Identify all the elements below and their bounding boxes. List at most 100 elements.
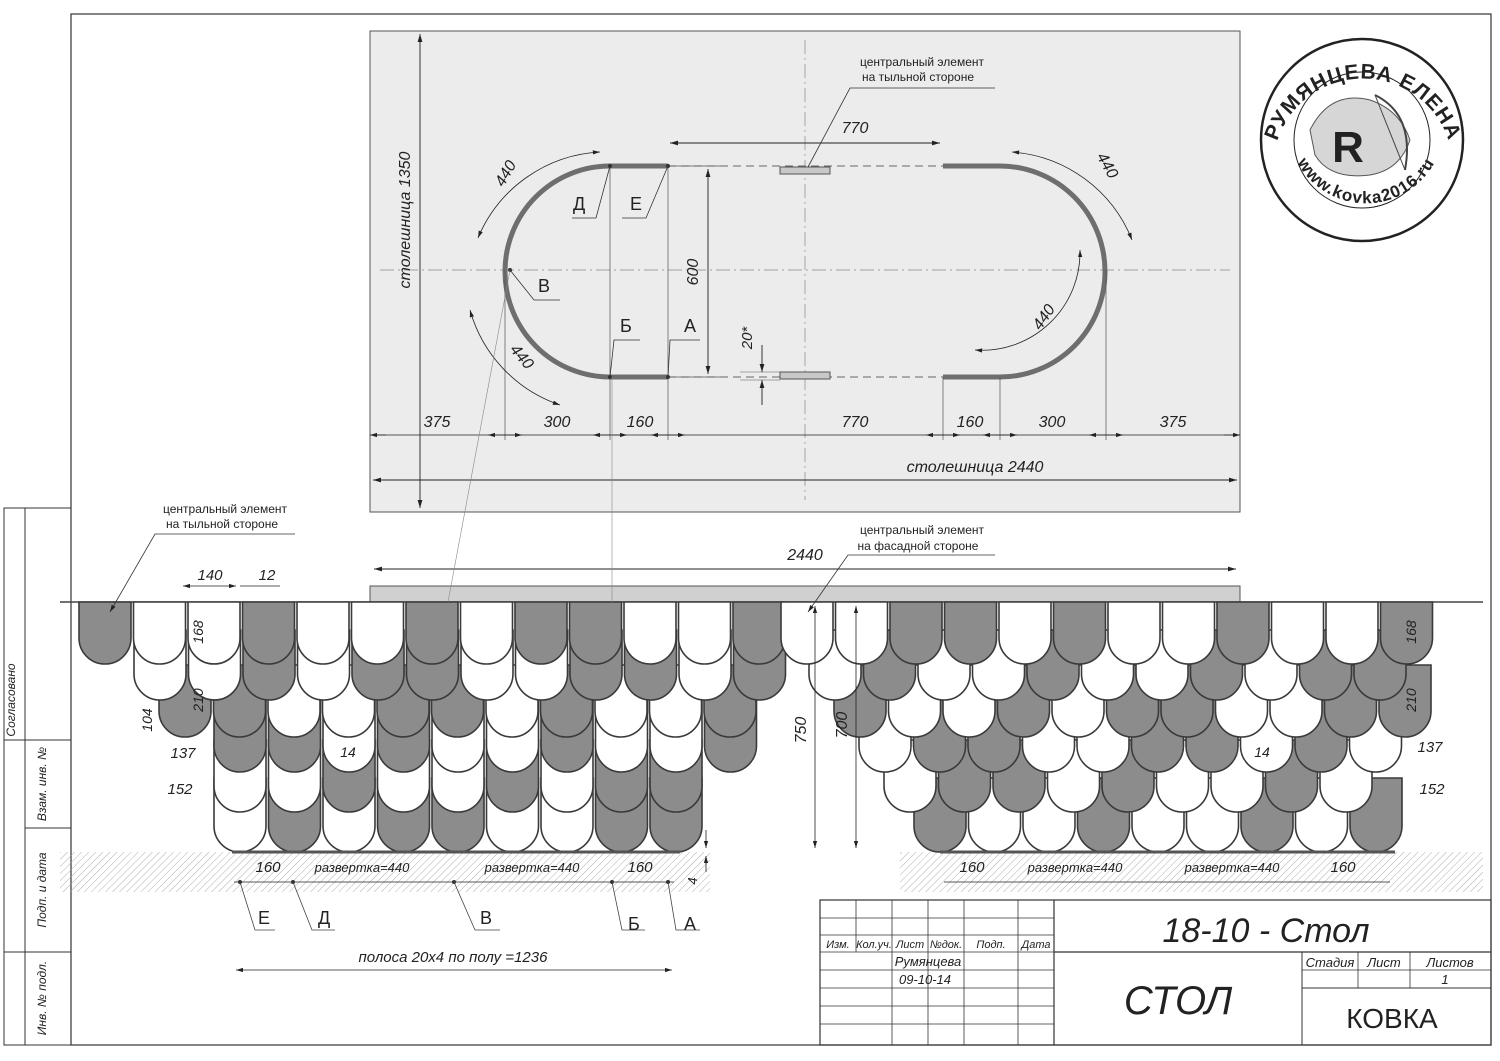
dim-14-left: 14 bbox=[340, 744, 356, 760]
dim-160-right: 160 bbox=[957, 414, 984, 431]
floor-hatch-right bbox=[900, 852, 1483, 892]
dim-160-front-right-2: 160 bbox=[1330, 859, 1356, 876]
point-label-V-top: В bbox=[538, 276, 550, 296]
scale-element bbox=[241, 601, 296, 665]
dim-770-top: 770 bbox=[842, 120, 869, 137]
tb-name: СТОЛ bbox=[1124, 979, 1233, 1023]
strip-note: полоса 20х4 по полу =1236 bbox=[359, 949, 549, 966]
tb-author: Румянцева bbox=[895, 954, 962, 969]
scale-element bbox=[1325, 601, 1379, 665]
dim-160-front-left-2: 160 bbox=[627, 859, 653, 876]
scale-element bbox=[780, 601, 834, 665]
scale-element bbox=[187, 601, 241, 665]
tb-sheets-label: Листов bbox=[1425, 955, 1474, 970]
tb-stage-label: Стадия bbox=[1306, 955, 1355, 970]
point-label-V-front: В bbox=[480, 908, 492, 928]
dim-160-front-right-1: 160 bbox=[959, 859, 985, 876]
dim-20: 20* bbox=[739, 326, 756, 351]
scale-element bbox=[732, 601, 786, 665]
dim-152-right: 152 bbox=[1419, 781, 1445, 798]
dim-14-right: 14 bbox=[1254, 744, 1270, 760]
scale-element bbox=[132, 601, 187, 665]
dim-375-left: 375 bbox=[424, 414, 451, 431]
scale-element bbox=[405, 601, 459, 665]
scale-pattern bbox=[78, 601, 1434, 853]
scale-element bbox=[1270, 601, 1325, 665]
tb-header-list: Лист bbox=[895, 939, 924, 951]
note-back-top-line1: центральный элемент bbox=[860, 55, 985, 69]
tb-header-izm: Изм. bbox=[826, 939, 849, 951]
sign-date-label: Подп. и дата bbox=[35, 852, 49, 927]
note-back-front-line2: на тыльной стороне bbox=[166, 517, 278, 531]
floor-hatch-left bbox=[60, 852, 710, 892]
inv-orig-label: Инв. № подл. bbox=[35, 961, 49, 1035]
sheet-frame bbox=[3, 13, 1492, 1046]
point-label-B-front: Б bbox=[628, 914, 640, 934]
scale-element bbox=[1379, 601, 1434, 665]
scale-element bbox=[889, 601, 943, 665]
dim-razv-front-right-1: развертка=440 bbox=[1027, 860, 1123, 875]
scale-element bbox=[943, 601, 998, 665]
dim-168-left: 168 bbox=[190, 620, 206, 644]
scale-element bbox=[568, 601, 623, 665]
scale-element bbox=[459, 601, 514, 665]
dim-tabletop-width: столешница 2440 bbox=[907, 459, 1044, 476]
center-element-front bbox=[779, 371, 831, 380]
note-front-line1: центральный элемент bbox=[860, 523, 985, 537]
center-element-back bbox=[779, 166, 831, 175]
point-label-E-top: Е bbox=[630, 194, 642, 214]
side-stamp: Согласовано Взам. инв. № Подп. и дата Ин… bbox=[4, 663, 49, 1035]
scale-element bbox=[1216, 601, 1270, 665]
dim-razv-front-left-2: развертка=440 bbox=[484, 860, 580, 875]
tb-doc-number: 18-10 - Стол bbox=[1162, 912, 1369, 950]
dim-137-left: 137 bbox=[170, 745, 196, 762]
dim-137-right: 137 bbox=[1417, 739, 1443, 756]
point-label-E-front: Е bbox=[258, 908, 270, 928]
dim-210-right: 210 bbox=[1403, 688, 1419, 713]
point-label-A-front: А bbox=[684, 914, 696, 934]
tb-header-podp: Подп. bbox=[976, 939, 1005, 951]
point-label-D-front: Д bbox=[318, 908, 330, 928]
scale-element bbox=[677, 601, 732, 665]
scale-element bbox=[998, 601, 1052, 665]
dim-750: 750 bbox=[793, 717, 810, 744]
tb-header-koluch: Кол.уч. bbox=[856, 939, 892, 951]
dim-300-right: 300 bbox=[1039, 414, 1066, 431]
point-label-A-top: А bbox=[684, 316, 696, 336]
tb-header-data: Дата bbox=[1019, 939, 1050, 951]
tb-date: 09-10-14 bbox=[899, 972, 951, 987]
dim-210-left: 210 bbox=[190, 688, 206, 713]
scale-element bbox=[296, 601, 350, 665]
dim-2440: 2440 bbox=[786, 547, 823, 564]
dim-770-bottom: 770 bbox=[842, 414, 869, 431]
dim-tabletop-depth: столешница 1350 bbox=[397, 151, 414, 288]
dim-168-right: 168 bbox=[1403, 620, 1419, 644]
front-tabletop bbox=[369, 585, 1241, 603]
logo: R РУМЯНЦЕВА ЕЛЕНА www.kovka2016.ru bbox=[1259, 37, 1465, 243]
tb-sheets-value: 1 bbox=[1441, 972, 1448, 987]
dim-160-left: 160 bbox=[627, 414, 654, 431]
inv-vzam-label: Взам. инв. № bbox=[35, 747, 49, 821]
note-front-line2: на фасадной стороне bbox=[858, 539, 979, 553]
note-back-front-line1: центральный элемент bbox=[163, 502, 288, 516]
dim-razv-front-right-2: развертка=440 bbox=[1184, 860, 1280, 875]
dim-razv-front-left-1: развертка=440 bbox=[314, 860, 410, 875]
scale-element bbox=[1052, 601, 1107, 665]
dim-375-right: 375 bbox=[1160, 414, 1187, 431]
point-label-B-top: Б bbox=[620, 316, 632, 336]
scale-element bbox=[514, 601, 568, 665]
scale-element bbox=[78, 601, 132, 665]
scale-element bbox=[350, 601, 405, 665]
front-view: 2440 центральный элемент на тыльной стор… bbox=[60, 269, 1483, 973]
dim-4: 4 bbox=[685, 877, 700, 884]
scale-element bbox=[1107, 601, 1161, 665]
dim-12: 12 bbox=[259, 567, 276, 584]
title-block: Изм. Кол.уч. Лист №док. Подп. Дата Румян… bbox=[819, 899, 1492, 1046]
tb-org: КОВКА bbox=[1346, 1003, 1438, 1034]
note-back-top-line2: на тыльной стороне bbox=[862, 70, 974, 84]
scale-element bbox=[623, 601, 677, 665]
point-label-D-top: Д bbox=[573, 194, 585, 214]
dim-104: 104 bbox=[139, 708, 155, 732]
